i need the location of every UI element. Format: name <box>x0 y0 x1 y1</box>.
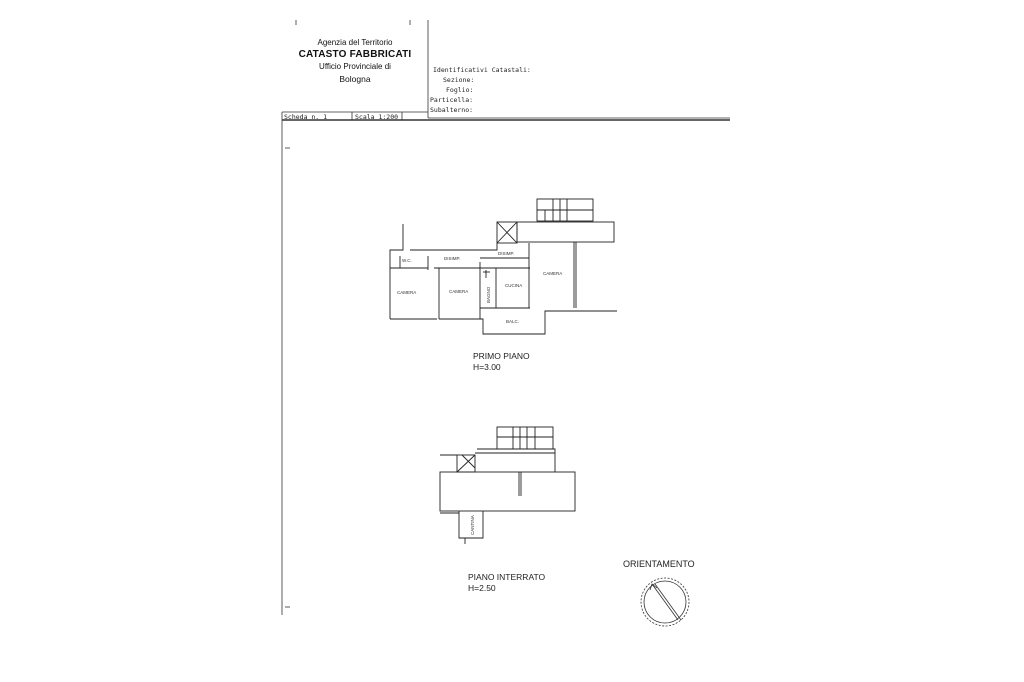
identification-parcel: Particella: <box>430 96 474 104</box>
agency-name: Agenzia del Territorio <box>317 38 393 47</box>
scheda-number: Scheda n. 1 <box>284 112 328 121</box>
room-label: DISIMP. <box>444 256 461 261</box>
room-label: CUCINA <box>505 283 523 288</box>
floor-name: PRIMO PIANO <box>473 351 530 361</box>
identification-title: Identificativi Catastali: <box>433 66 531 74</box>
room-label: CAMERA <box>449 289 469 294</box>
registry-title: CATASTO FABBRICATI <box>298 49 412 60</box>
identification-subunit: Subalterno: <box>430 106 474 114</box>
room-label: CAMERA <box>397 290 417 295</box>
identification-sheet: Foglio: <box>446 86 474 94</box>
office-name: Ufficio Provinciale di <box>319 62 391 71</box>
floor-height: H=3.00 <box>473 362 501 372</box>
identification-section: Sezione: <box>443 76 475 84</box>
floor-name: PIANO INTERRATO <box>468 572 546 582</box>
room-label: W.C. <box>402 258 412 263</box>
room-label: BALC. <box>506 319 520 324</box>
room-label: DISIMP. <box>498 251 515 256</box>
room-label: CAMERA <box>543 271 563 276</box>
city-name: Bologna <box>339 74 371 84</box>
orientation-label: ORIENTAMENTO <box>623 559 695 569</box>
scheda-scale: Scala 1:200 <box>355 112 399 121</box>
floor-height: H=2.50 <box>468 583 496 593</box>
